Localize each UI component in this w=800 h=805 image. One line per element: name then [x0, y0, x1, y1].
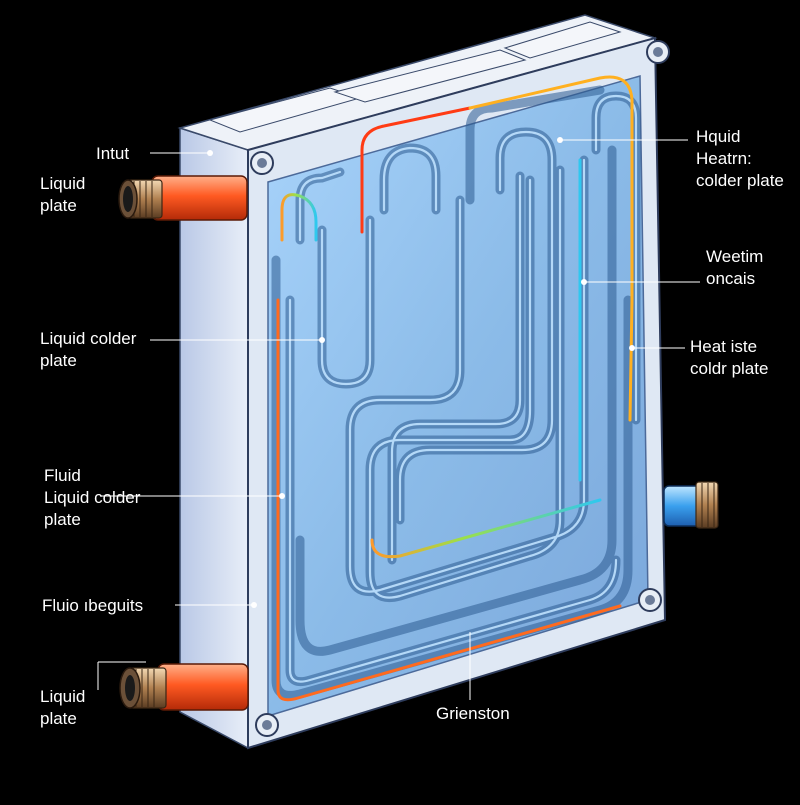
- label-top-left: Liquid plate: [40, 173, 85, 217]
- inlet-pipe-top: [118, 175, 248, 221]
- hot-flow-line: [360, 106, 472, 234]
- label-line: Intut: [96, 144, 130, 163]
- coolant-channels: [271, 75, 641, 702]
- leader-lines: [97, 139, 700, 700]
- label-line: plate: [44, 510, 81, 529]
- label-line: Grienston: [436, 704, 510, 723]
- mounting-bolt-icon: [255, 713, 279, 737]
- top-ridge-block: [503, 21, 622, 59]
- label-line: Fluio ıbeguits: [42, 596, 144, 615]
- mounting-bolt-icon: [638, 588, 662, 612]
- label-line: plate: [40, 196, 77, 215]
- gradient-flow-line: [280, 193, 318, 242]
- label-line: Heatrn:: [696, 149, 752, 168]
- label-line: Fluid: [44, 466, 81, 485]
- leader-dots: [207, 137, 635, 608]
- top-ridge-block: [333, 49, 527, 103]
- label-fluid-left: Fluid Liquid colder plate: [44, 465, 140, 531]
- gradient-flow-line: [370, 498, 602, 559]
- label-right-upper: Weetim oncais: [706, 246, 763, 290]
- plate-side-wall: [179, 126, 249, 750]
- label-line: colder plate: [696, 171, 784, 190]
- label-mid-left: Liquid colder plate: [40, 328, 136, 372]
- inlet-pipe-bottom: [119, 663, 249, 711]
- label-line: Hquid: [696, 127, 741, 146]
- label-line: plate: [40, 709, 77, 728]
- label-line: Liquid colder: [44, 488, 141, 507]
- label-line: Liquid colder: [40, 329, 137, 348]
- outlet-pipe-right: [663, 481, 719, 529]
- label-line: Liquid: [40, 174, 86, 193]
- label-fluid-ducts: Fluio ıbeguits: [42, 595, 143, 617]
- warm-flow-line: [276, 298, 622, 702]
- label-line: Heat iste: [690, 337, 758, 356]
- label-bottom-left: Liquid plate: [40, 686, 85, 730]
- label-line: plate: [40, 351, 77, 370]
- label-inlet: Intut: [96, 143, 129, 165]
- label-line: Weetim: [706, 247, 764, 266]
- mounting-bolt-icon: [250, 151, 274, 175]
- label-line: Liquid: [40, 687, 86, 706]
- label-right-lower: Heat iste coldr plate: [690, 336, 768, 380]
- label-line: coldr plate: [690, 359, 769, 378]
- mounting-bolt-icon: [646, 40, 670, 64]
- label-bottom-center: Grienston: [436, 703, 510, 725]
- label-top-right: Hquid Heatrn: colder plate: [696, 126, 784, 192]
- gradient-flow-line: [468, 75, 634, 422]
- label-line: oncais: [706, 269, 756, 288]
